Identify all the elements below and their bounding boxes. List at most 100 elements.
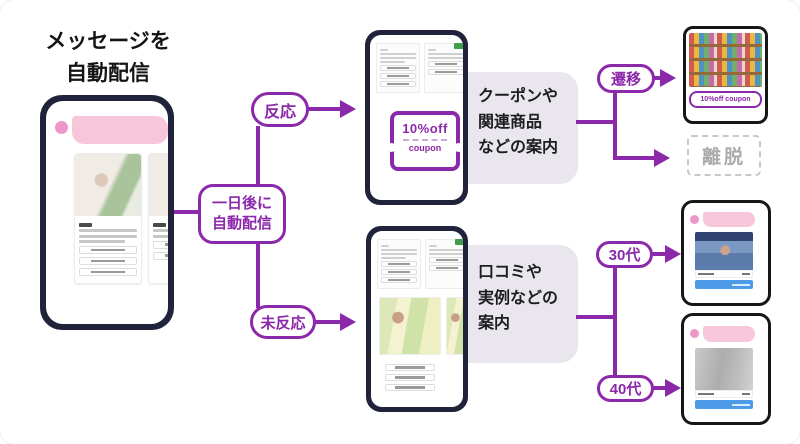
card-button <box>79 257 137 265</box>
page-title: メッセージを 自動配信 <box>28 26 188 89</box>
avatar-icon <box>690 215 699 224</box>
coupon-phone-screen: 10%off coupon <box>370 35 463 200</box>
coupon-ticket: 10%off coupon <box>387 111 463 171</box>
connector-trigger-to-reacted <box>256 126 260 186</box>
caption-row <box>695 390 753 398</box>
outcome-exit-box: 離脱 <box>687 135 761 176</box>
info-reviews-line2: 実例などの <box>478 289 559 307</box>
card-title-bar <box>153 222 166 227</box>
connector-infobox-to-split-bottom <box>576 315 617 319</box>
card-title-bar <box>79 222 92 227</box>
coupon-phone: 10%off coupon <box>365 30 468 205</box>
arrow-40s-head <box>665 379 681 397</box>
phone-30s <box>681 200 771 306</box>
card-button <box>79 246 137 254</box>
info-reviews-line1: 口コミや <box>478 264 543 281</box>
review-phone-screen <box>371 231 463 407</box>
testimonial-carousel <box>379 297 463 355</box>
card-body <box>149 216 168 267</box>
phone-40s <box>681 313 771 425</box>
mini-card <box>377 239 421 289</box>
arrow-transition-shaft <box>653 76 662 80</box>
ec-site-phone: 10%off coupon <box>683 26 768 124</box>
mini-card-partial <box>425 239 463 289</box>
arrow-40s-shaft <box>652 386 667 390</box>
chat-card-40s <box>695 348 753 409</box>
outcome-transition-pill: 遷移 <box>597 64 655 93</box>
chat-bubble <box>703 212 755 227</box>
branch-reacted-pill: 反応 <box>251 92 309 127</box>
mini-screenshot <box>377 239 463 289</box>
card-text-bar <box>79 234 137 238</box>
testimonial-photo <box>379 297 441 355</box>
outcome-transition-label: 遷移 <box>610 71 641 88</box>
connector-split-top <box>613 91 617 160</box>
card-photo <box>149 154 168 216</box>
chat-bubble <box>72 116 168 144</box>
arrow-unreacted-shaft <box>313 320 342 324</box>
mini-green-badge <box>454 43 463 49</box>
coupon-notch-left <box>387 143 396 152</box>
shelf-coupon-chip: 10%off coupon <box>689 91 762 108</box>
source-phone-screen <box>46 101 168 324</box>
trigger-line2: 自動配信 <box>211 215 272 232</box>
arrow-transition-head <box>660 69 676 87</box>
arrow-exit-head <box>654 149 670 167</box>
card-body <box>75 216 141 283</box>
message-card-partial <box>148 153 168 284</box>
coupon-notch-right <box>454 143 463 152</box>
testimonial-photo-partial <box>446 297 463 355</box>
card-button <box>153 240 168 249</box>
card-text-bar <box>79 229 137 232</box>
mini-green-badge <box>455 239 463 245</box>
info-coupon-line1: クーポンや <box>478 88 559 105</box>
photo-woman-cap <box>695 232 753 270</box>
card-text-bar <box>153 229 168 232</box>
chat-card-30s <box>695 232 753 289</box>
trigger-line1: 一日後に <box>211 194 272 212</box>
connector-trigger-to-unreacted <box>256 242 260 308</box>
card-text-bar <box>79 240 126 243</box>
photo-gray-clothing <box>695 348 753 390</box>
testimonial-list <box>385 361 435 394</box>
info-coupon-line3: などの案内 <box>478 139 559 157</box>
avatar-icon <box>55 121 68 134</box>
arrow-30s-head <box>665 245 681 263</box>
segment-40s-label: 40代 <box>609 381 642 398</box>
info-coupon-line2: 関連商品 <box>478 113 543 131</box>
cta-button <box>695 280 753 289</box>
arrow-exit-shaft <box>613 156 656 160</box>
branch-reacted-label: 反応 <box>263 103 296 121</box>
coupon-divider <box>403 139 447 141</box>
card-button <box>153 251 168 260</box>
connector-infobox-to-split-top <box>576 120 617 124</box>
segment-30s-label: 30代 <box>608 247 641 264</box>
coupon-discount-text: 10%off <box>402 121 448 136</box>
coupon-label-text: coupon <box>408 143 442 153</box>
arrow-30s-shaft <box>651 252 667 256</box>
caption-row <box>695 270 753 278</box>
arrow-reacted-shaft <box>306 107 342 111</box>
connector-split-bottom <box>613 267 617 377</box>
cta-button <box>695 400 753 409</box>
page-title-line2: 自動配信 <box>66 61 150 85</box>
review-phone <box>366 226 468 412</box>
product-shelf-photo <box>689 33 762 87</box>
arrow-unreacted-head <box>340 313 356 331</box>
info-reviews-line3: 案内 <box>478 315 511 333</box>
source-phone <box>40 95 174 330</box>
arrow-reacted-head <box>340 100 356 118</box>
mini-card <box>376 43 420 93</box>
message-card <box>74 153 142 284</box>
trigger-node: 一日後に 自動配信 <box>198 184 286 244</box>
branch-unreacted-label: 未反応 <box>260 314 306 332</box>
card-text-bar <box>153 234 168 238</box>
info-box-reviews: 口コミや 実例などの 案内 <box>446 245 578 363</box>
segment-40s-pill: 40代 <box>597 375 654 402</box>
message-card-carousel <box>74 153 168 284</box>
info-box-coupon: クーポンや 関連商品 などの案内 <box>446 72 578 184</box>
branch-unreacted-pill: 未反応 <box>250 305 316 339</box>
mini-card-partial <box>424 43 463 93</box>
mini-screenshot <box>376 43 463 93</box>
